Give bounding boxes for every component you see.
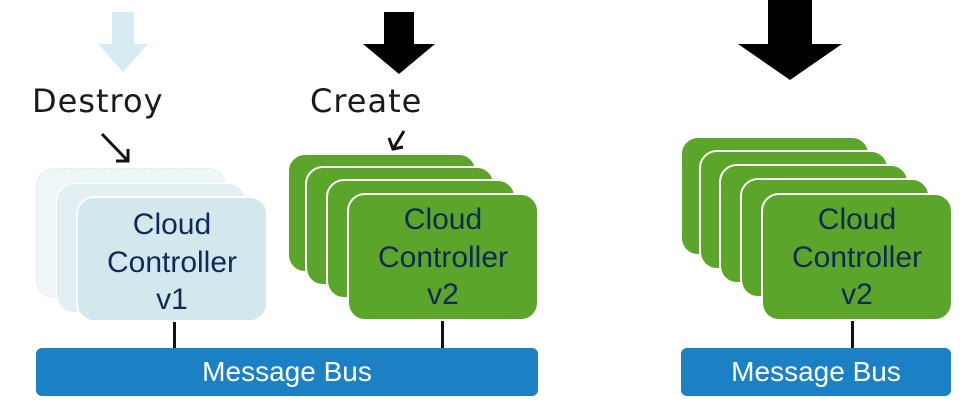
destroy-label: Destroy <box>32 82 164 120</box>
card-line: Controller <box>377 240 509 274</box>
cloud-controller-v2-result-card: Cloud Controller v2 <box>761 193 953 321</box>
message-bus-right: Message Bus <box>681 348 951 396</box>
card-line: Cloud <box>132 208 212 241</box>
card-line: Controller <box>106 245 238 279</box>
create-label: Create <box>310 82 423 120</box>
v2-bus-connector <box>441 321 444 350</box>
cloud-controller-v2-card: Cloud Controller v2 <box>347 193 539 321</box>
card-line: v1 <box>156 283 188 316</box>
card-line: v2 <box>841 278 873 311</box>
v1-bus-connector <box>173 322 176 350</box>
destroy-pointer-arrow-icon <box>100 132 130 163</box>
create-pointer-arrow-icon <box>387 130 406 151</box>
card-line: Controller <box>791 240 923 274</box>
card-line: Cloud <box>817 203 897 236</box>
card-line: Cloud <box>403 203 483 236</box>
message-bus-left: Message Bus <box>36 348 538 396</box>
result-bus-connector <box>851 321 854 350</box>
card-line: v2 <box>427 278 459 311</box>
cloud-controller-v1-card: Cloud Controller v1 <box>76 196 268 322</box>
